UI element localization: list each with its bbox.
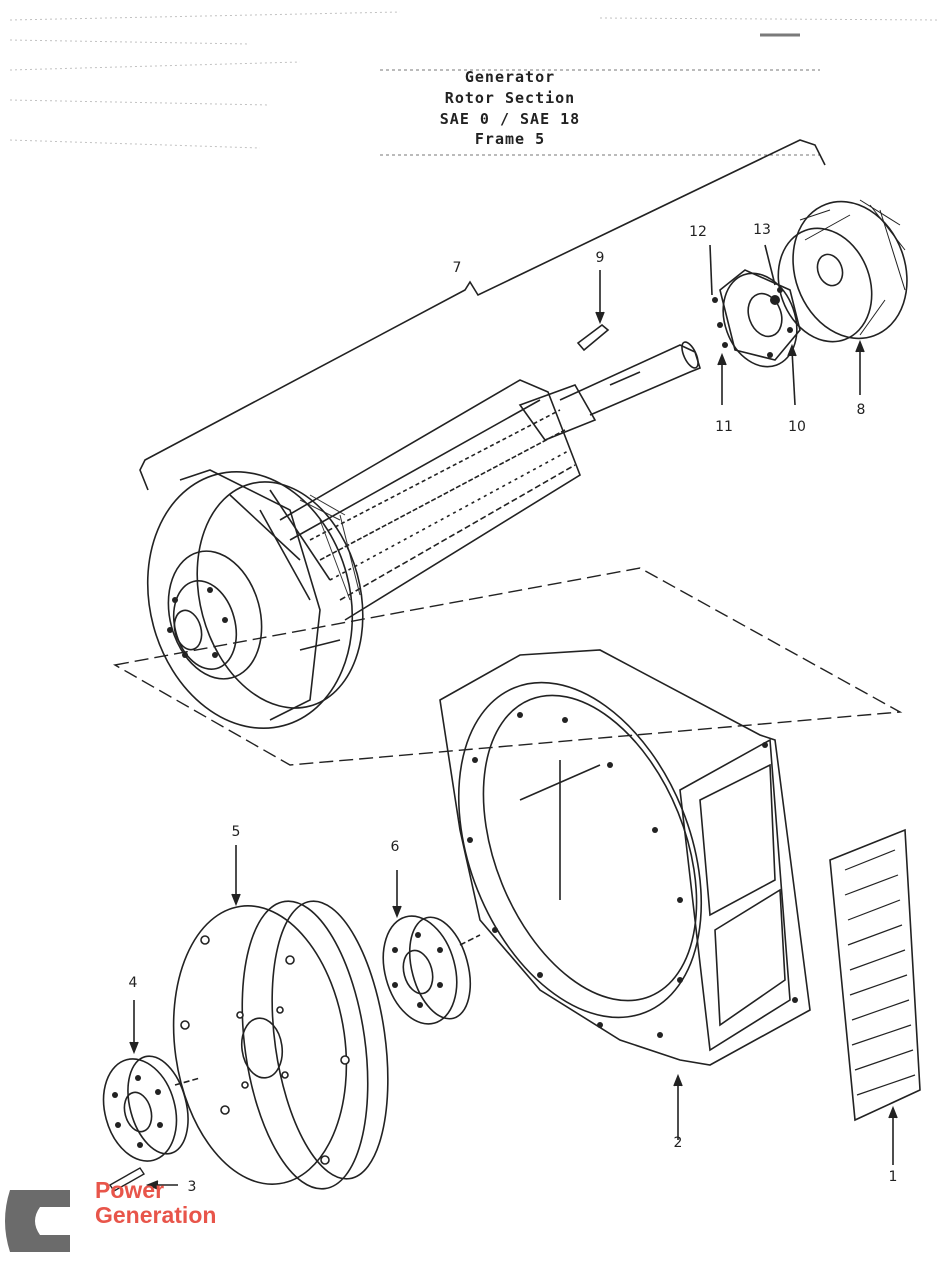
rotor-assembly	[146, 341, 701, 730]
callout-2: 2	[673, 1135, 683, 1151]
title-frame: Frame 5	[474, 130, 546, 148]
adaptor-item-4	[102, 1000, 201, 1162]
callout-3: 3	[187, 1179, 197, 1195]
cummins-logo	[5, 1190, 70, 1252]
flex-plates-item-5	[172, 845, 389, 1190]
callout-13: 13	[753, 222, 771, 238]
housing-item-2	[439, 649, 811, 1140]
alignment-plane	[112, 567, 903, 766]
title-rotor-section: Rotor Section	[444, 89, 576, 107]
brand-line-power: Power	[95, 1177, 165, 1203]
callout-12: 12	[689, 224, 707, 240]
brand-line-generation: Generation	[95, 1202, 217, 1228]
bolt-item-3	[109, 1167, 178, 1192]
scan-noise	[9, 11, 941, 149]
title-sae: SAE 0 / SAE 18	[439, 110, 581, 128]
callout-9: 9	[595, 250, 605, 266]
title-generator: Generator	[464, 68, 556, 86]
callout-4: 4	[128, 975, 138, 991]
callout-11: 11	[715, 419, 733, 435]
key-item-9	[576, 270, 610, 352]
brand-text: Power Generation	[95, 1178, 216, 1228]
callout-6: 6	[390, 839, 400, 855]
callout-8: 8	[856, 402, 866, 418]
callout-1: 1	[888, 1169, 898, 1185]
exciter-rotor-item-8	[777, 199, 908, 395]
callout-5: 5	[231, 824, 241, 840]
rectifier-assembly	[709, 244, 801, 406]
spacer-item-6	[382, 870, 481, 1025]
callout-10: 10	[788, 419, 806, 435]
grille-item-1	[829, 828, 921, 1165]
brace-item-7	[139, 139, 826, 491]
callout-7: 7	[452, 260, 462, 276]
